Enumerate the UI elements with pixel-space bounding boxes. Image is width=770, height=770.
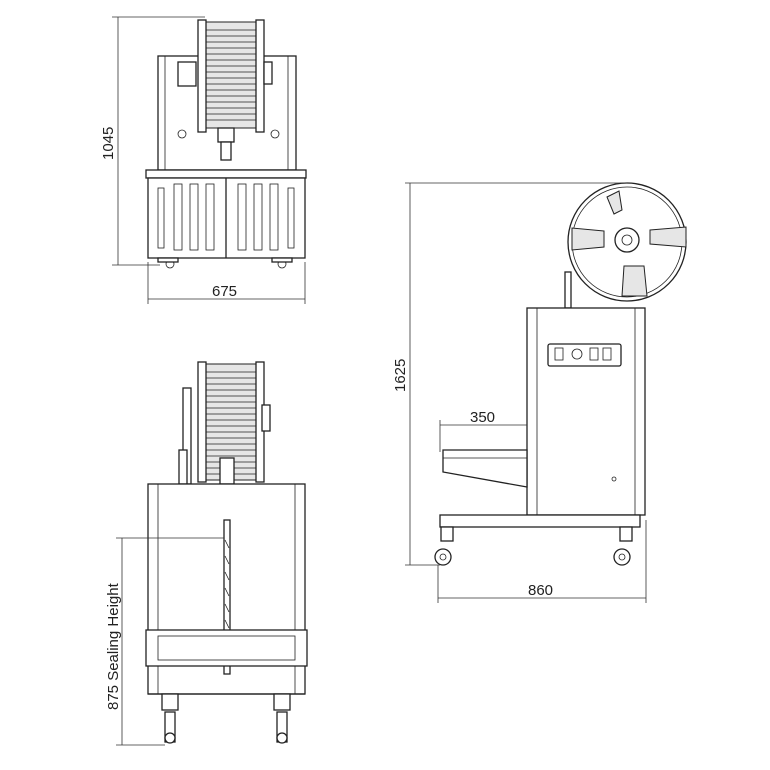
dimension-side-length: 860: [437, 520, 647, 603]
dimension-label-1045: 1045: [100, 127, 117, 160]
dimension-side-height: 1625: [392, 182, 627, 566]
casters-front: [161, 693, 291, 744]
dimension-tray: 350: [439, 409, 527, 452]
dimension-top-height: 1045: [100, 16, 205, 266]
dimension-sealing-height: 875 Sealing Height: [105, 537, 224, 746]
reel-side: [567, 182, 687, 302]
side-slots: [157, 183, 295, 251]
front-view: [145, 361, 308, 744]
reel-ribs: [206, 29, 256, 121]
dimension-label-350: 350: [470, 409, 495, 426]
control-panel: [547, 343, 622, 367]
side-view: [434, 182, 687, 566]
dimension-label-675: 675: [212, 283, 237, 300]
dimension-top-width: 675: [147, 262, 306, 304]
top-view: [145, 19, 307, 269]
dimension-label-1625: 1625: [392, 359, 409, 392]
dimension-label-860: 860: [528, 582, 553, 599]
casters-side: [434, 526, 633, 566]
dimension-label-875: 875 Sealing Height: [105, 582, 122, 710]
